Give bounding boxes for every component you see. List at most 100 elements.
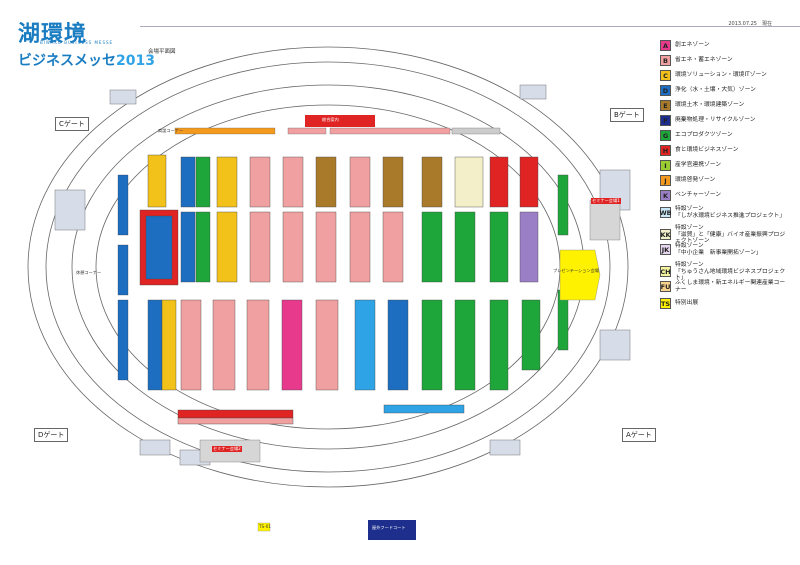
ts-tag-label: TS-01 <box>259 524 272 529</box>
legend-label: エコプロダクツゾーン <box>675 132 733 139</box>
legend-item-a: A 創エネゾーン <box>660 40 710 51</box>
booth-d <box>117 244 129 296</box>
booth-b <box>315 211 337 283</box>
legend-label: ふくしま環境・新エネルギー関連産業コーナー <box>675 280 786 293</box>
logo-year: 2013 <box>116 53 155 69</box>
booth-g <box>557 174 569 236</box>
rest-corner-label: 休憩コーナー <box>76 270 102 275</box>
booth-e <box>421 156 443 208</box>
booth-e <box>315 156 337 208</box>
legend-swatch: F <box>660 115 671 126</box>
legend-swatch: KK <box>660 229 671 241</box>
booth-d <box>117 299 129 381</box>
booth-c <box>216 156 238 208</box>
seminar-1-label: セミナー会場1 <box>591 198 621 204</box>
legend-swatch: I <box>660 160 671 171</box>
date-stamp: 2013.07.25 現在 <box>728 21 772 27</box>
booth-k <box>519 211 539 283</box>
legend-label: 食と環境ビジネスゾーン <box>675 147 739 154</box>
gate-c: Cゲート <box>55 117 89 131</box>
legend-swatch: FU <box>660 281 671 292</box>
seating-block <box>139 439 171 456</box>
booth-d <box>117 174 129 236</box>
booth-d <box>180 156 196 208</box>
legend-item-c: C 環境ソリューション・環境ITゾーン <box>660 70 767 81</box>
booth-d <box>387 299 409 391</box>
booth-g <box>454 299 476 391</box>
booth-b <box>212 299 236 391</box>
booth-g <box>421 211 443 283</box>
gate-a: Aゲート <box>622 428 656 442</box>
legend-item-fu: FU ふくしま環境・新エネルギー関連産業コーナー <box>660 280 790 293</box>
food-court-block <box>368 520 416 540</box>
booth-kk <box>454 156 484 208</box>
legend-label: 環境ソリューション・環境ITゾーン <box>675 72 767 79</box>
booth-d <box>147 299 163 391</box>
legend-swatch: A <box>660 40 671 51</box>
booth-strip <box>451 127 501 135</box>
booth-c <box>147 154 167 208</box>
legend-item-kk: KK 特設ゾーン 「滋賀」と「健康」バイオ産業振興プロジェクトゾーン <box>660 225 790 245</box>
booth-strip-b <box>177 417 294 425</box>
info-banner <box>305 115 375 127</box>
booth-b <box>382 211 404 283</box>
booth-g <box>195 211 211 283</box>
legend-swatch: TS <box>660 298 671 309</box>
booth-a <box>281 299 303 391</box>
legend-item-g: G エコプロダクツゾーン <box>660 130 733 141</box>
legend-swatch: JK <box>660 244 671 255</box>
booth-c <box>216 211 238 283</box>
booth-strip-d <box>383 404 465 414</box>
booth-d <box>180 211 196 283</box>
booth-b <box>282 211 304 283</box>
legend-swatch: C <box>660 70 671 81</box>
legend-swatch: D <box>660 85 671 96</box>
booth-e <box>382 156 404 208</box>
info-label: 総合案内 <box>322 117 339 122</box>
booth-strip-b <box>287 127 327 135</box>
booth-b <box>246 299 270 391</box>
booth-b <box>315 299 339 391</box>
seating-block <box>489 439 521 456</box>
legend-label: 特別出展 <box>675 300 699 307</box>
legend-label: 廃棄物処理・リサイクルゾーン <box>675 117 756 124</box>
booth-g <box>489 299 509 391</box>
legend-item-d: D 浄化（水・土壌・大気）ゾーン <box>660 85 756 96</box>
logo-event-text: ビジネスメッセ <box>18 53 116 69</box>
logo-event: ビジネスメッセ2013 <box>18 50 155 70</box>
booth-b <box>349 156 371 208</box>
booth-b <box>180 299 202 391</box>
header-rule <box>140 26 800 27</box>
legend-swatch: E <box>660 100 671 111</box>
booth-b <box>282 156 304 208</box>
legend-item-f: F 廃棄物処理・リサイクルゾーン <box>660 115 756 126</box>
legend-label: 浄化（水・土壌・大気）ゾーン <box>675 87 756 94</box>
legend-label: 環境啓発ゾーン <box>675 177 716 184</box>
legend-swatch: G <box>660 130 671 141</box>
legend-swatch: WB <box>659 207 672 218</box>
booth-c <box>161 299 177 391</box>
legend-label: 創エネゾーン <box>675 42 710 49</box>
legend-item-i: I 産学官連携ゾーン <box>660 160 721 171</box>
booth-b <box>249 211 271 283</box>
food-court-label: 屋外フードコート <box>372 525 406 530</box>
booth-d <box>354 299 376 391</box>
booth-g <box>195 156 211 208</box>
legend-item-b: B 省エネ・蓄エネゾーン <box>660 55 733 66</box>
legend-label: ベンチャーゾーン <box>675 192 722 199</box>
legend-label: 特設ゾーン 「滋賀」と「健康」バイオ産業振興プロジェクトゾーン <box>675 225 786 244</box>
booth-g <box>489 211 509 283</box>
booth-d <box>145 215 173 280</box>
booth-h <box>519 156 539 208</box>
legend-label: 省エネ・蓄エネゾーン <box>675 57 733 64</box>
floor-plan-label: 会場平面図 <box>148 49 176 55</box>
legend-swatch: B <box>660 55 671 66</box>
legend-label: 産学官連携ゾーン <box>675 162 722 169</box>
